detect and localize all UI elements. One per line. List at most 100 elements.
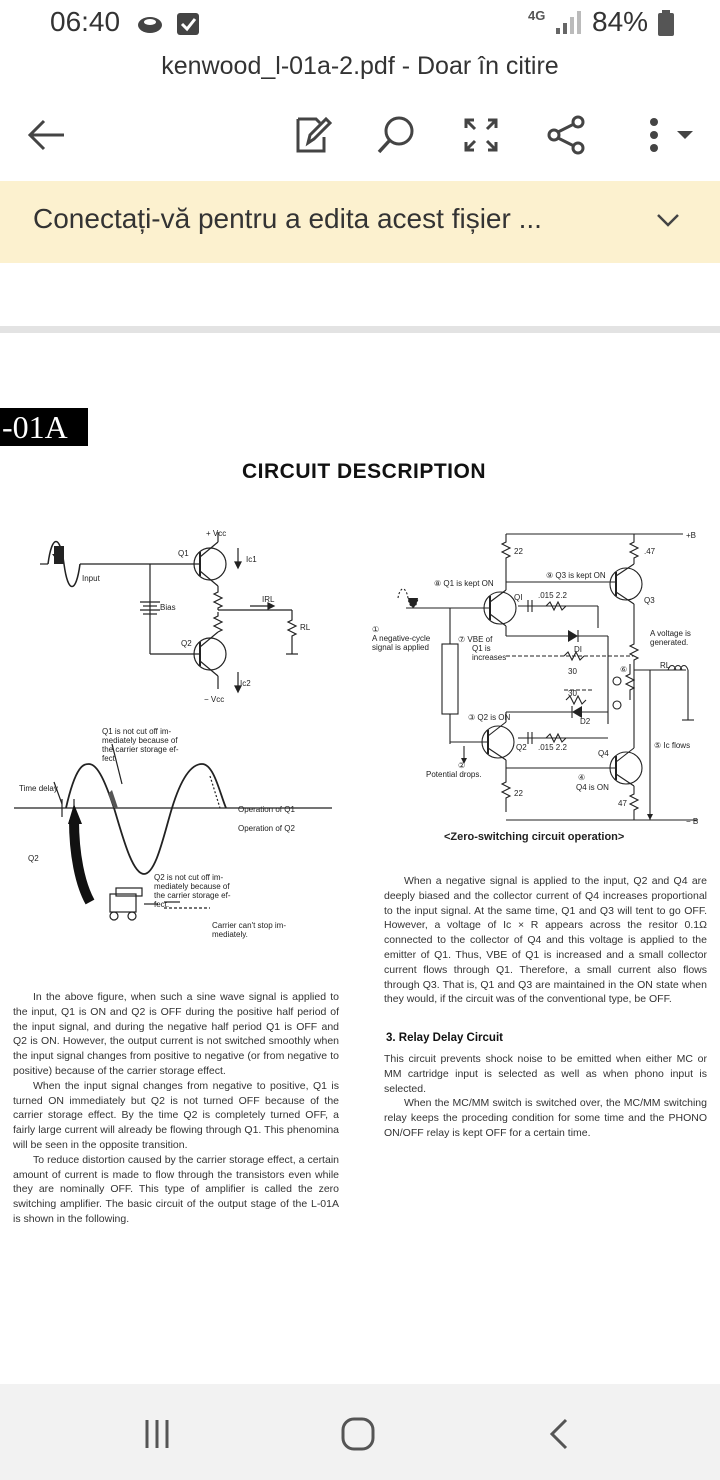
ic2-label: Ic2 xyxy=(240,679,251,688)
vbe-line-2: Q1 is xyxy=(472,644,491,653)
q2-wave-label: Q2 xyxy=(28,854,39,863)
home-icon xyxy=(341,1417,375,1451)
nav-back-icon xyxy=(549,1418,568,1450)
note-q2-line-4: fect. xyxy=(154,900,169,909)
system-nav-bar xyxy=(0,1384,720,1480)
q1-label: QI xyxy=(514,593,522,602)
minus-b-label: − B xyxy=(686,817,698,826)
left-paragraph-3: To reduce distortion caused by the carri… xyxy=(13,1153,339,1225)
relay-heading: 3. Relay Delay Circuit xyxy=(386,1032,503,1044)
back-arrow-icon xyxy=(27,119,64,151)
note-q1-line-4: fect. xyxy=(102,754,117,763)
fullscreen-button[interactable] xyxy=(451,100,511,170)
recent-apps-icon xyxy=(145,1420,169,1448)
r30a-label: 30 xyxy=(568,667,577,676)
voltage-gen-line-1: A voltage is xyxy=(650,629,691,638)
relay-paragraph-1: This circuit prevents shock noise to be … xyxy=(384,1053,707,1095)
page-heading: CIRCUIT DESCRIPTION xyxy=(241,460,486,483)
cap-bottom-label: .015 2.2 xyxy=(538,743,567,752)
r22-bottom-label: 22 xyxy=(514,789,523,798)
status-time: 06:40 xyxy=(50,6,121,37)
bias-label: Bias xyxy=(160,603,176,612)
irl-label: IRL xyxy=(262,595,275,604)
vcc-bottom-label: − Vcc xyxy=(204,695,224,704)
more-options-button[interactable] xyxy=(628,100,700,170)
relay-paragraph-2: When the MC/MM switch is switched over, … xyxy=(384,1097,707,1139)
operation-q1-label: Operation of Q1 xyxy=(238,805,295,814)
note-q1-line-1: Q1 is not cut off im- xyxy=(102,727,172,736)
pot-drops-line-1: ② xyxy=(458,761,465,770)
note-q1-line-3: the carrier storage ef- xyxy=(102,745,179,754)
push-pull-circuit-figure xyxy=(40,532,298,694)
pot-drops-line-2: Potential drops. xyxy=(426,770,482,779)
chevron-down-icon[interactable] xyxy=(656,205,680,237)
back-button[interactable] xyxy=(16,100,76,170)
note-q1-line-2: mediately because of xyxy=(102,736,178,745)
carrier-storage-waveform-labels: Q1 is not cut off im- mediately because … xyxy=(19,727,295,939)
d2-label: D2 xyxy=(580,717,591,726)
input-label: Input xyxy=(82,574,101,583)
banner-text: Conectați-vă pentru a edita acest fișier… xyxy=(33,203,542,234)
signal-icon xyxy=(556,11,581,34)
carrier-note-line-2: mediately. xyxy=(212,930,248,939)
push-pull-circuit-labels: + Vcc Input Q1 Bias Q2 Ic1 IRL RL Ic2 − … xyxy=(82,529,311,704)
page-divider xyxy=(0,326,720,333)
carrier-note-line-1: Carrier can't stop im- xyxy=(212,921,286,930)
q4-on-line-1: ④ xyxy=(578,773,585,782)
note-q2-line-2: mediately because of xyxy=(154,882,230,891)
status-bar: 06:40 4G 84% xyxy=(0,0,720,48)
vbe-line-3: increases xyxy=(472,653,506,662)
q1-label: Q1 xyxy=(178,549,189,558)
edit-icon xyxy=(296,116,332,153)
left-column-text: In the above figure, when such a sine wa… xyxy=(13,990,339,1227)
network-type: 4G xyxy=(528,8,546,23)
search-icon xyxy=(377,116,414,154)
ic-flows-label: ⑤ Ic flows xyxy=(654,741,690,750)
neg-cycle-line-3: signal is applied xyxy=(372,643,429,652)
model-badge: -01A xyxy=(0,408,88,446)
fullscreen-icon xyxy=(464,118,498,152)
neg-cycle-line-1: ① xyxy=(372,625,379,634)
plus-b-label: +B xyxy=(686,531,696,540)
search-button[interactable] xyxy=(366,100,426,170)
rl-label: RL xyxy=(300,623,311,632)
share-button[interactable] xyxy=(536,100,596,170)
neg-cycle-line-2: A negative-cycle xyxy=(372,634,431,643)
carrier-storage-waveform-figure xyxy=(14,743,332,921)
nav-back-button[interactable] xyxy=(538,1412,582,1456)
circle-6-label: ⑥ xyxy=(620,665,627,674)
r30b-label: 30 xyxy=(568,689,577,698)
voltage-gen-line-2: generated. xyxy=(650,638,688,647)
more-icon xyxy=(650,118,693,152)
edit-signin-banner[interactable]: Conectați-vă pentru a edita acest fișier… xyxy=(0,181,720,263)
q2-label: Q2 xyxy=(516,743,527,752)
toolbar xyxy=(0,100,720,170)
r22-top-label: 22 xyxy=(514,547,523,556)
home-button[interactable] xyxy=(336,1412,380,1456)
share-icon xyxy=(547,115,585,155)
q3-label: Q3 xyxy=(644,596,655,605)
figure-caption: <Zero-switching circuit operation> xyxy=(444,831,625,843)
note-q2-line-3: the carrier storage ef- xyxy=(154,891,231,900)
recent-apps-button[interactable] xyxy=(135,1412,179,1456)
q4-label: Q4 xyxy=(598,749,609,758)
note-q2-line-1: Q2 is not cut off im- xyxy=(154,873,224,882)
vcc-top-label: + Vcc xyxy=(206,529,226,538)
pdf-page[interactable]: -01A CIRCUIT DESCRIPTION + Vcc Input Q xyxy=(0,334,720,1384)
q4-on-line-2: Q4 is ON xyxy=(576,783,609,792)
operation-q2-label: Operation of Q2 xyxy=(238,824,295,833)
left-paragraph-1: In the above figure, when such a sine wa… xyxy=(13,991,339,1077)
d1-label: DI xyxy=(574,645,582,654)
r47-bottom-label: 47 xyxy=(618,799,627,808)
battery-icon xyxy=(658,10,674,36)
status-notification-icons xyxy=(138,13,199,35)
r47-top-label: .47 xyxy=(644,547,656,556)
edit-button[interactable] xyxy=(282,100,342,170)
right-paragraph-1: When a negative signal is applied to the… xyxy=(384,875,707,1006)
zero-switching-circuit-figure xyxy=(397,533,698,821)
battery-percent: 84% xyxy=(592,6,649,37)
cap-top-label: .015 2.2 xyxy=(538,591,567,600)
ic1-label: Ic1 xyxy=(246,555,257,564)
vbe-line-1: ⑦ VBE of xyxy=(458,635,493,644)
rl-label: RL xyxy=(660,661,671,670)
